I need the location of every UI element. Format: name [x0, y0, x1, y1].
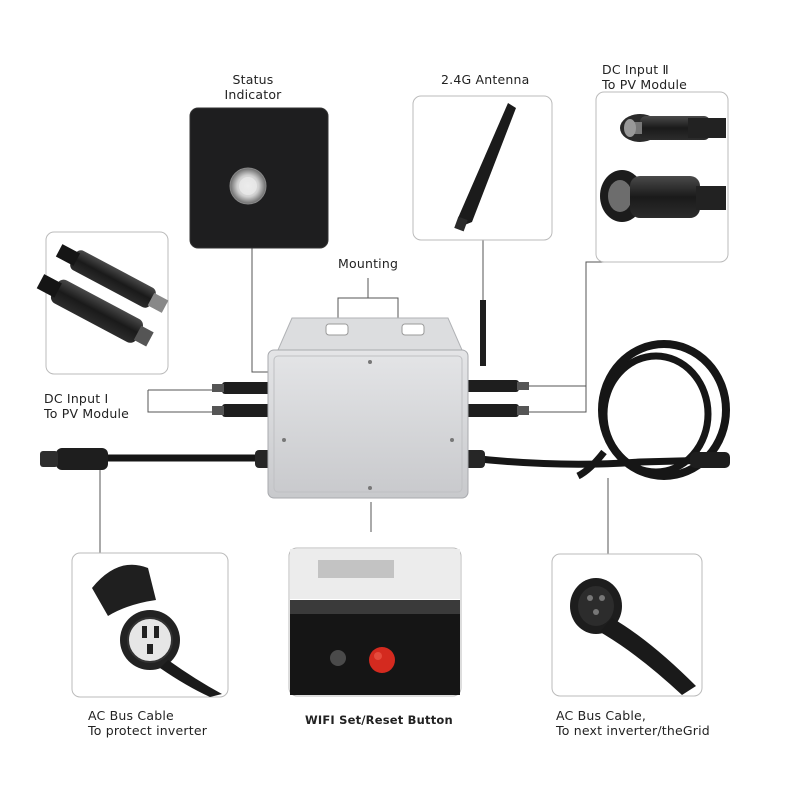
- label-dc2-line2: To PV Module: [602, 77, 688, 92]
- label-dc-input-1: DC Input Ⅰ To PV Module: [44, 391, 129, 421]
- antenna-photo: [412, 95, 553, 241]
- mounting-flange: [277, 317, 463, 351]
- leader-lines: [99, 240, 610, 560]
- label-wifi-button: WIFI Set/Reset Button: [305, 713, 453, 728]
- label-wifi-text: WIFI Set/Reset Button: [305, 713, 453, 727]
- label-ac-right-line2: To next inverter/theGrid: [556, 723, 710, 738]
- label-dc1-line1: DC Input Ⅰ: [44, 391, 109, 406]
- reset-button-icon: [369, 647, 395, 673]
- label-dc2-line1: DC Input Ⅱ: [602, 62, 669, 77]
- mc4-connector-icon: [620, 114, 726, 142]
- leader-mounting: [337, 278, 399, 318]
- inverter-body: [267, 349, 469, 499]
- label-ac-left-line1: AC Bus Cable: [88, 708, 174, 723]
- label-status-indicator: Status Indicator: [214, 72, 292, 102]
- label-ac-left-line2: To protect inverter: [88, 723, 208, 738]
- label-antenna: 2.4G Antenna: [441, 72, 530, 87]
- ac-bus-left-photo: [71, 552, 229, 698]
- leader-dc2: [520, 261, 610, 413]
- label-status-line1: Status: [232, 72, 274, 87]
- wifi-button-photo: [288, 547, 462, 697]
- label-ac-bus-right: AC Bus Cable, To next inverter/theGrid: [556, 708, 710, 738]
- leader-dc1: [147, 389, 220, 413]
- dc-connectors-right: [465, 380, 529, 417]
- mc4-pair-icon: [36, 244, 169, 347]
- leader-status: [251, 248, 268, 373]
- ac-cable: [40, 448, 730, 470]
- antenna-icon: [458, 103, 516, 226]
- status-indicator-photo: [189, 107, 329, 249]
- mc4-connector-icon-2: [600, 170, 726, 222]
- dc-input-2-photo: [595, 91, 729, 263]
- ac-plug-icon: [92, 564, 222, 697]
- label-ac-right-line1: AC Bus Cable,: [556, 708, 647, 723]
- device-antenna-icon: [480, 300, 486, 366]
- label-mounting-text: Mounting: [338, 256, 399, 271]
- label-dc-input-2: DC Input Ⅱ To PV Module: [602, 62, 687, 92]
- dc-connectors-left: [212, 382, 272, 417]
- ac-socket-icon: [570, 578, 696, 695]
- label-dc1-line2: To PV Module: [44, 406, 130, 421]
- label-mounting: Mounting: [338, 256, 398, 271]
- dc-input-1-photo: [36, 231, 169, 375]
- label-ac-bus-left: AC Bus Cable To protect inverter: [88, 708, 207, 738]
- ac-bus-right-photo: [551, 553, 703, 697]
- wifi-led-icon: [330, 650, 346, 666]
- label-antenna-text: 2.4G Antenna: [441, 72, 530, 87]
- label-status-line2: Indicator: [224, 87, 282, 102]
